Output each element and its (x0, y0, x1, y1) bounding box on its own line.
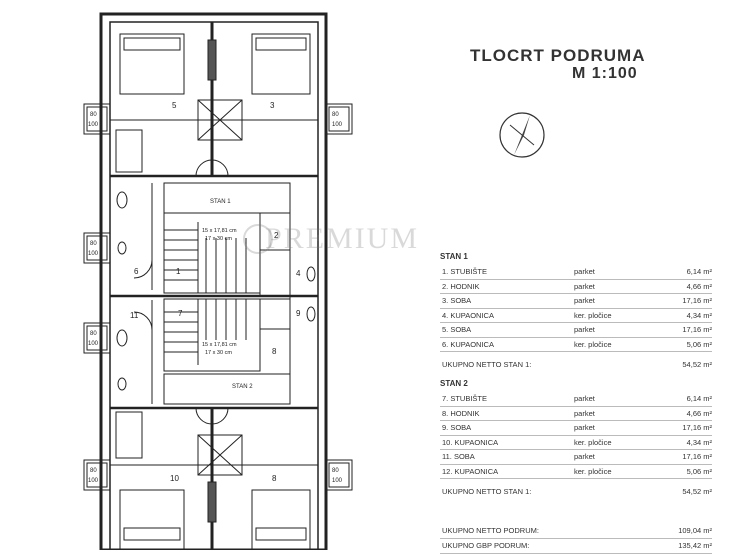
stan1-label: STAN 1 (210, 199, 231, 205)
plan-scale: M 1:100 (572, 65, 638, 82)
stan1-header: STAN 1 (440, 252, 468, 261)
stair-spec: 17 x 30 cm (205, 236, 232, 242)
stan2-total: UKUPNO NETTO STAN 1:54,52 m² (442, 487, 712, 496)
toilet-bottom (117, 377, 127, 391)
dim-label: 100 (332, 478, 343, 484)
room-label: 7 (178, 309, 183, 318)
stair-spec: 15 x 17,81 cm (202, 342, 237, 348)
dim-label: 80 (90, 241, 97, 247)
stair-2-treads (164, 299, 247, 353)
door-arc-3 (195, 407, 213, 425)
bed-room-5 (119, 33, 185, 95)
dim-label: 80 (90, 112, 97, 118)
room-label: 9 (296, 309, 301, 318)
door-arc-bath-11 (133, 311, 153, 331)
room-label: 6 (134, 267, 139, 276)
pillow-room-5 (123, 37, 181, 51)
sink-9 (306, 306, 316, 322)
room-label: 4 (296, 269, 301, 278)
window-wells-right (325, 103, 353, 491)
stair-spec: 15 x 17,81 cm (202, 228, 237, 234)
dim-label: 100 (88, 122, 99, 128)
stan2-label: STAN 2 (232, 384, 253, 390)
plan-title: TLOCRT PODRUMA (470, 46, 646, 65)
compass-panel (499, 112, 545, 158)
radiator-bottom (207, 481, 217, 523)
hall-4-box (259, 249, 291, 297)
door-arc-4 (211, 407, 229, 425)
stair-1-treads (164, 229, 247, 293)
radiator-top (207, 39, 217, 81)
wardrobe-bottom (197, 434, 243, 476)
dim-label: 100 (88, 478, 99, 484)
room-label: 8 (272, 347, 277, 356)
door-arc-2 (211, 159, 229, 177)
dim-label: 100 (332, 122, 343, 128)
stan2-header: STAN 2 (440, 379, 468, 388)
watermark-icon (243, 224, 273, 254)
door-arc-bath-6 (133, 259, 153, 279)
wardrobe-top (197, 99, 243, 141)
dim-label: 80 (90, 331, 97, 337)
summary-gbp: UKUPNO GBP PODRUM:135,42 m² (440, 539, 712, 554)
stan1-hall-box (163, 182, 291, 214)
stair-spec: 17 x 30 cm (205, 350, 232, 356)
summary-netto: UKUPNO NETTO PODRUM:109,04 m² (440, 524, 712, 539)
floor-plan: 5 3 1 2 4 6 7 9 11 8 10 8 STAN 1 STAN 2 … (83, 12, 353, 550)
dim-label: 100 (88, 341, 99, 347)
sink-bottom (116, 329, 128, 347)
window-wells-left (83, 103, 111, 491)
room-label: 2 (274, 231, 279, 240)
room-label: 5 (172, 101, 177, 110)
door-arc-1 (195, 159, 213, 177)
room-label: 10 (170, 474, 179, 483)
outer-wall (99, 12, 328, 550)
dim-label: 100 (88, 251, 99, 257)
sink-top (116, 191, 128, 209)
bed-room-8 (251, 489, 311, 550)
room-label: 8 (272, 474, 277, 483)
dim-label: 80 (90, 468, 97, 474)
pillow-room-3 (255, 37, 307, 51)
bathtub-bottom (115, 411, 143, 459)
stair-2 (163, 298, 261, 372)
room-label: 1 (176, 267, 181, 276)
pillow-room-10 (123, 527, 181, 541)
inner-wall (109, 21, 319, 550)
toilet-4 (306, 266, 316, 282)
hall-9-box (259, 298, 291, 330)
room-label: 3 (270, 101, 275, 110)
watermark: PREMIUM (265, 222, 420, 255)
bed-room-10 (119, 489, 185, 550)
bathtub-top (115, 129, 143, 173)
room-label: 11 (130, 311, 139, 320)
bed-room-3 (251, 33, 311, 95)
dim-label: 80 (332, 468, 339, 474)
stan2-hall-box (163, 373, 291, 405)
dim-label: 80 (332, 112, 339, 118)
stan1-total: UKUPNO NETTO STAN 1:54,52 m² (442, 360, 712, 369)
pillow-room-8 (255, 527, 307, 541)
toilet-top (117, 241, 127, 255)
